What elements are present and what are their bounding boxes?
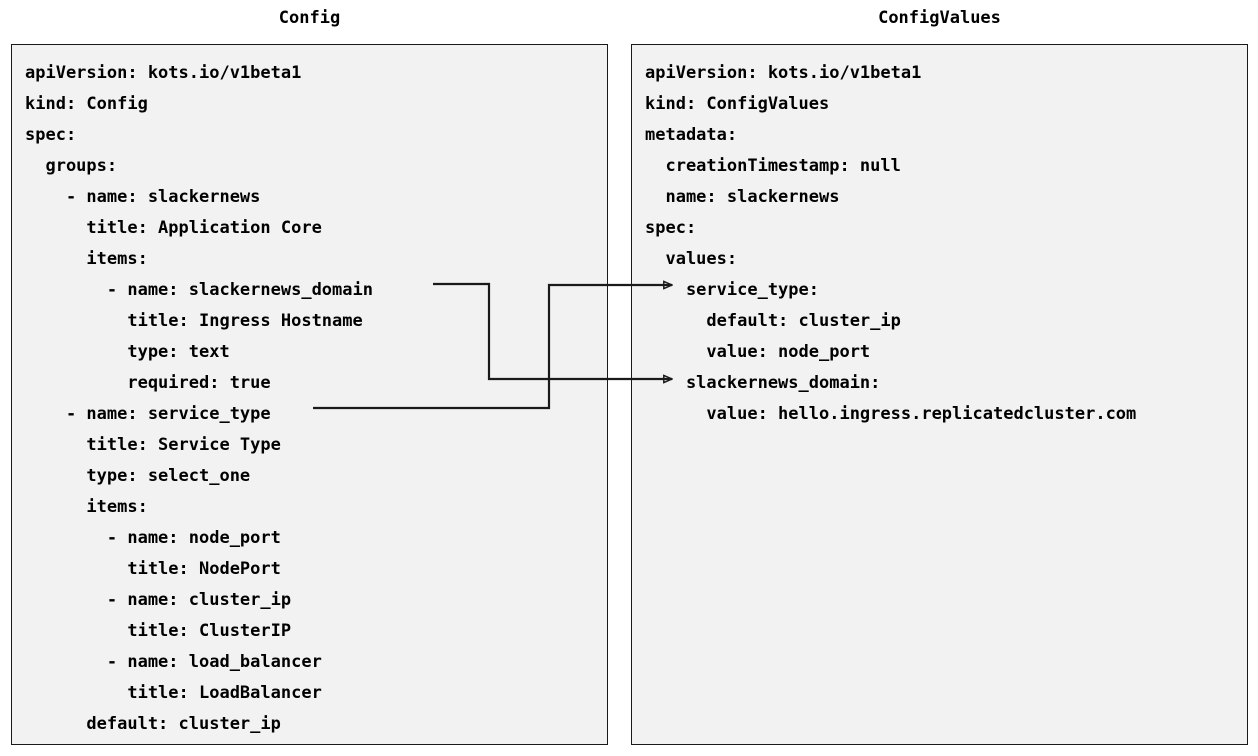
config-panel-title: Config xyxy=(278,8,341,28)
config-yaml-code: apiVersion: kots.io/v1beta1 kind: Config… xyxy=(25,63,373,734)
configvalues-panel-title: ConfigValues xyxy=(878,8,1001,28)
configvalues-yaml-panel: apiVersion: kots.io/v1beta1 kind: Config… xyxy=(631,44,1248,745)
config-yaml-panel: apiVersion: kots.io/v1beta1 kind: Config… xyxy=(11,44,608,745)
configvalues-yaml-code: apiVersion: kots.io/v1beta1 kind: Config… xyxy=(645,63,1137,424)
